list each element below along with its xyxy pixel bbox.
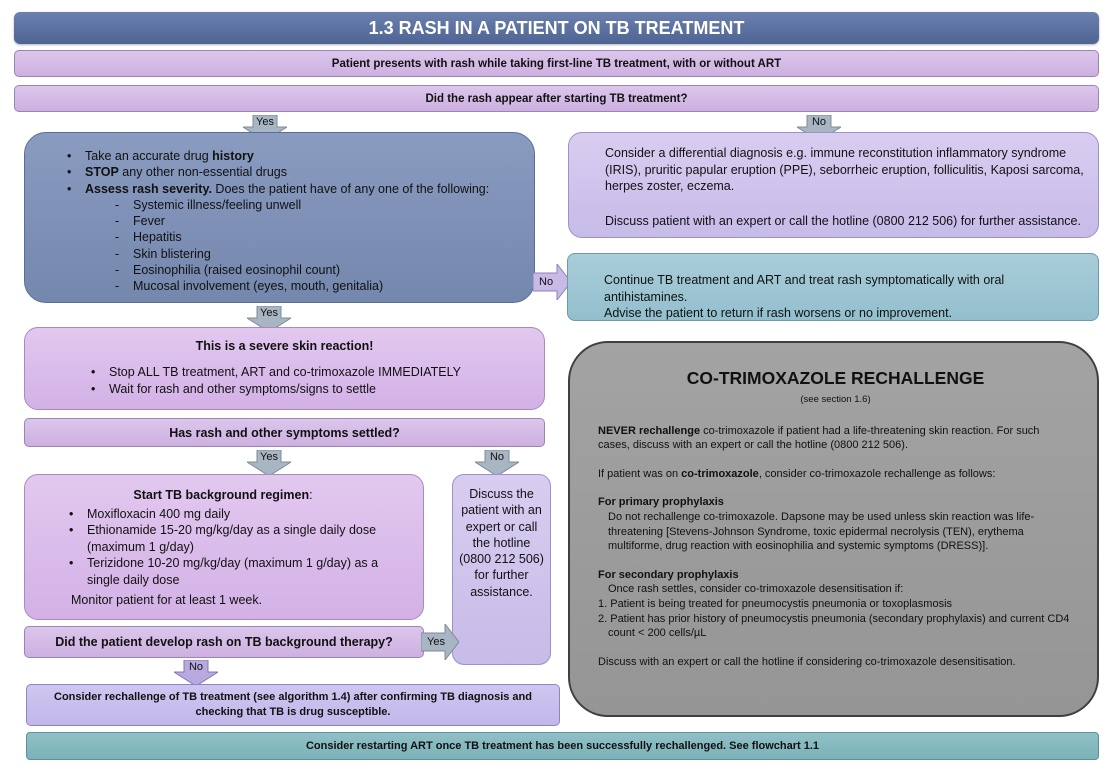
severe-reaction-box: This is a severe skin reaction! Stop ALL… [24,327,545,410]
background-regimen-box: Start TB background regimen: Moxifloxaci… [24,474,424,620]
ctx-primary-heading: For primary prophylaxis [598,496,724,509]
arrow-no-3-label: No [489,451,505,463]
arrow-no-2: No [533,264,571,300]
ctx-see-section: (see section 1.6) [800,394,871,405]
ctx-never-text: NEVER rechallenge co-trimoxazole if pati… [598,424,1040,452]
assess-history-item: Take an accurate drug history [61,148,514,165]
criteria-item: Hepatitis [109,229,514,246]
arrow-yes-1: Yes [243,115,287,141]
continue-line-2: Advise the patient to return if rash wor… [604,306,953,320]
discuss-expert-text: Discuss the patient with an expert or ca… [459,487,544,599]
arrow-yes-1-label: Yes [256,116,274,128]
arrow-yes-2-label: Yes [260,307,278,319]
arrow-no-3: No [475,450,519,476]
arrow-no-2-label: No [539,276,554,288]
severe-reaction-title: This is a severe skin reaction! [195,339,374,353]
monitor-text: Monitor patient for at least 1 week. [71,593,263,607]
presents-box: Patient presents with rash while taking … [14,50,1099,77]
ctx-secondary-item: 1. Patient is being treated for pneumocy… [598,597,953,610]
question-settled-text: Has rash and other symptoms settled? [169,425,400,440]
arrow-yes-3-label: Yes [260,451,278,463]
ctx-rechallenge-box: CO-TRIMOXAZOLE RECHALLENGE (see section … [568,341,1099,717]
criteria-item: Mucosal involvement (eyes, mouth, genita… [109,278,514,295]
severe-item: Wait for rash and other symptoms/signs t… [85,381,524,398]
arrow-no-4-label: No [188,661,204,673]
question-rash-after-tb-text: Did the rash appear after starting TB tr… [425,92,688,105]
rechallenge-box: Consider rechallenge of TB treatment (se… [26,684,560,726]
regimen-item: Moxifloxacin 400 mg daily [63,506,407,523]
background-regimen-title: Start TB background regimen: [133,488,313,502]
continue-treatment-box: Continue TB treatment and ART and treat … [567,253,1099,321]
question-rash-after-tb-box: Did the rash appear after starting TB tr… [14,85,1099,112]
arrow-yes-4-label: Yes [427,636,445,648]
question-rash-background-box: Did the patient develop rash on TB backg… [24,626,424,658]
criteria-item: Eosinophilia (raised eosinophil count) [109,262,514,279]
ctx-primary-text: Do not rechallenge co-trimoxazole. Dapso… [608,510,1035,553]
assess-stop-item: STOP any other non-essential drugs [61,164,514,181]
page-title-text: 1.3 RASH IN A PATIENT ON TB TREATMENT [368,17,745,38]
ctx-if-text: If patient was on co-trimoxazole, consid… [598,467,996,480]
criteria-item: Systemic illness/feeling unwell [109,197,514,214]
severe-item: Stop ALL TB treatment, ART and co-trimox… [85,364,524,381]
ctx-title: CO-TRIMOXAZOLE RECHALLENGE [686,368,985,388]
arrow-yes-4: Yes [421,624,459,660]
presents-text: Patient presents with rash while taking … [331,57,782,70]
ctx-secondary-item: 2. Patient has prior history of pneumocy… [598,612,1070,640]
arrow-no-1-label: No [811,116,827,128]
discuss-expert-box: Discuss the patient with an expert or ca… [452,474,551,665]
differential-box: Consider a differential diagnosis e.g. i… [568,132,1099,238]
page-title: 1.3 RASH IN A PATIENT ON TB TREATMENT [14,12,1099,44]
arrow-no-4: No [174,660,218,686]
rechallenge-text: Consider rechallenge of TB treatment (se… [54,691,532,718]
differential-discuss-text: Discuss patient with an expert or call t… [605,213,1081,228]
question-rash-background-text: Did the patient develop rash on TB backg… [55,635,393,649]
differential-text: Consider a differential diagnosis e.g. i… [605,146,1084,193]
ctx-discuss-text: Discuss with an expert or call the hotli… [598,655,1016,668]
question-settled-box: Has rash and other symptoms settled? [24,418,545,447]
regimen-item: Terizidone 10-20 mg/kg/day (maximum 1 g/… [63,555,407,588]
criteria-item: Skin blistering [109,246,514,263]
arrow-yes-2: Yes [247,306,291,332]
assess-severity-item: Assess rash severity. Does the patient h… [61,181,514,295]
ctx-secondary-heading: For secondary prophylaxis [598,568,739,581]
criteria-item: Fever [109,213,514,230]
arrow-yes-3: Yes [247,450,291,476]
ctx-secondary-intro: Once rash settles, consider co-trimoxazo… [608,583,904,596]
continue-line-1: Continue TB treatment and ART and treat … [604,273,1005,304]
regimen-item: Ethionamide 15-20 mg/kg/day as a single … [63,522,407,555]
restart-art-box: Consider restarting ART once TB treatmen… [26,732,1099,760]
restart-art-text: Consider restarting ART once TB treatmen… [305,740,820,752]
assess-box: Take an accurate drug history STOP any o… [24,132,535,303]
